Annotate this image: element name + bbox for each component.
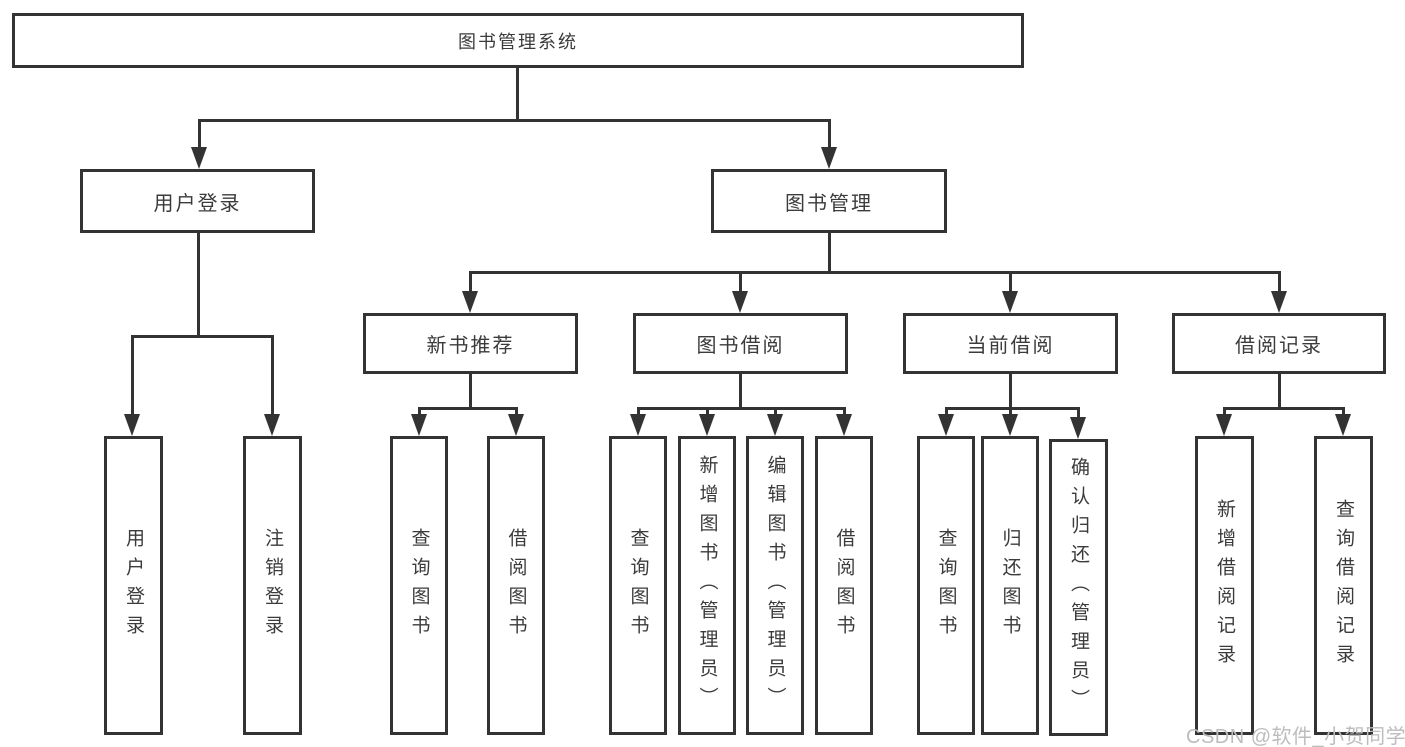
leaf-logout-label: 注销登录 (262, 527, 283, 644)
connector-hline (945, 407, 1080, 410)
connector-vline (739, 374, 742, 407)
connector-arrowhead-icon (699, 414, 715, 436)
connector-arrowhead-icon (508, 414, 524, 436)
leaf-query-books-recommend-label: 查询图书 (408, 527, 430, 644)
leaf-borrow-books-recommend-label: 借阅图书 (505, 527, 527, 644)
connector-arrowhead-icon (1002, 414, 1018, 436)
connector-arrowhead-icon (1070, 417, 1086, 439)
node-new-book-recommend-label: 新书推荐 (426, 335, 515, 357)
connector-arrowhead-icon (191, 147, 207, 169)
connector-drop-stem (706, 407, 709, 418)
connector-drop-stem (1278, 271, 1281, 295)
connector-arrowhead-icon (1002, 291, 1018, 313)
leaf-query-books-borrowing-label: 查询图书 (627, 527, 649, 644)
leaf-borrow-books-borrowing: 借阅图书 (815, 436, 873, 735)
connector-drop-stem (469, 271, 472, 295)
connector-vline (828, 233, 831, 271)
connector-arrowhead-icon (411, 414, 427, 436)
connector-arrowhead-icon (821, 147, 837, 169)
connector-hline (198, 119, 831, 122)
connector-drop-stem (1223, 407, 1226, 418)
node-borrowing-records: 借阅记录 (1172, 313, 1386, 374)
node-book-management: 图书管理 (711, 169, 947, 233)
node-borrowing-records-label: 借阅记录 (1235, 335, 1323, 357)
connector-drop-stem (198, 119, 201, 151)
connector-vline (1278, 374, 1281, 407)
connector-arrowhead-icon (630, 414, 646, 436)
leaf-query-borrow-record: 查询借阅记录 (1314, 436, 1373, 735)
connector-drop-stem (1009, 407, 1012, 418)
connector-drop-stem (774, 407, 777, 418)
connector-drop-stem (515, 407, 518, 418)
connector-arrowhead-icon (767, 414, 783, 436)
leaf-query-books-current: 查询图书 (917, 436, 975, 735)
connector-drop-stem (271, 335, 274, 418)
leaf-edit-books-admin: 编辑图书（管理员） (746, 436, 804, 735)
connector-arrowhead-icon (1271, 291, 1287, 313)
leaf-edit-books-admin-label: 编辑图书（管理员） (764, 455, 786, 716)
connector-vline (469, 374, 472, 407)
node-root-label: 图书管理系统 (458, 31, 578, 52)
leaf-add-books-admin-label: 新增图书（管理员） (696, 455, 718, 716)
leaf-return-books-label: 归还图书 (999, 527, 1021, 644)
connector-hline (469, 271, 1281, 274)
leaf-add-borrow-record-label: 新增借阅记录 (1214, 498, 1235, 673)
node-root: 图书管理系统 (12, 13, 1024, 68)
connector-drop-stem (843, 407, 846, 418)
leaf-add-books-admin: 新增图书（管理员） (678, 436, 736, 735)
connector-drop-stem (828, 119, 831, 151)
connector-drop-stem (637, 407, 640, 418)
connector-drop-stem (1077, 407, 1080, 421)
connector-vline (197, 233, 200, 335)
connector-drop-stem (1009, 271, 1012, 295)
leaf-confirm-return-admin-label: 确认归还（管理员） (1068, 457, 1089, 718)
node-book-borrowing-label: 图书借阅 (696, 335, 785, 357)
connector-arrowhead-icon (264, 414, 280, 436)
leaf-user-login-label: 用户登录 (123, 527, 144, 644)
connector-arrowhead-icon (1335, 414, 1351, 436)
connector-arrowhead-icon (1216, 414, 1232, 436)
leaf-confirm-return-admin: 确认归还（管理员） (1049, 439, 1108, 736)
connector-drop-stem (131, 335, 134, 418)
connector-arrowhead-icon (124, 414, 140, 436)
node-current-borrowing-label: 当前借阅 (966, 335, 1055, 357)
connector-drop-stem (418, 407, 421, 418)
node-user-login-group: 用户登录 (80, 169, 315, 233)
leaf-query-books-current-label: 查询图书 (935, 527, 957, 644)
connector-arrowhead-icon (836, 414, 852, 436)
connector-hline (418, 407, 518, 410)
connector-arrowhead-icon (462, 291, 478, 313)
connector-drop-stem (945, 407, 948, 418)
leaf-query-borrow-record-label: 查询借阅记录 (1333, 498, 1354, 673)
leaf-query-books-borrowing: 查询图书 (609, 436, 667, 735)
connector-hline (131, 335, 274, 338)
connector-drop-stem (1342, 407, 1345, 418)
leaf-logout: 注销登录 (243, 436, 302, 735)
node-new-book-recommend: 新书推荐 (363, 313, 578, 374)
leaf-borrow-books-recommend: 借阅图书 (487, 436, 545, 735)
leaf-return-books: 归还图书 (981, 436, 1039, 735)
leaf-query-books-recommend: 查询图书 (390, 436, 448, 735)
node-book-management-label: 图书管理 (785, 192, 873, 215)
connector-hline (637, 407, 846, 410)
connector-vline (1009, 374, 1012, 407)
leaf-add-borrow-record: 新增借阅记录 (1195, 436, 1254, 735)
node-user-login-group-label: 用户登录 (153, 192, 242, 215)
node-book-borrowing: 图书借阅 (633, 313, 848, 374)
connector-arrowhead-icon (938, 414, 954, 436)
leaf-user-login: 用户登录 (104, 436, 163, 735)
connector-arrowhead-icon (732, 291, 748, 313)
node-current-borrowing: 当前借阅 (903, 313, 1118, 374)
connector-hline (1223, 407, 1345, 410)
csdn-watermark: CSDN @软件_小贺同学 (1186, 726, 1405, 747)
connector-vline (516, 68, 519, 119)
connector-drop-stem (739, 271, 742, 295)
leaf-borrow-books-borrowing-label: 借阅图书 (833, 527, 855, 644)
